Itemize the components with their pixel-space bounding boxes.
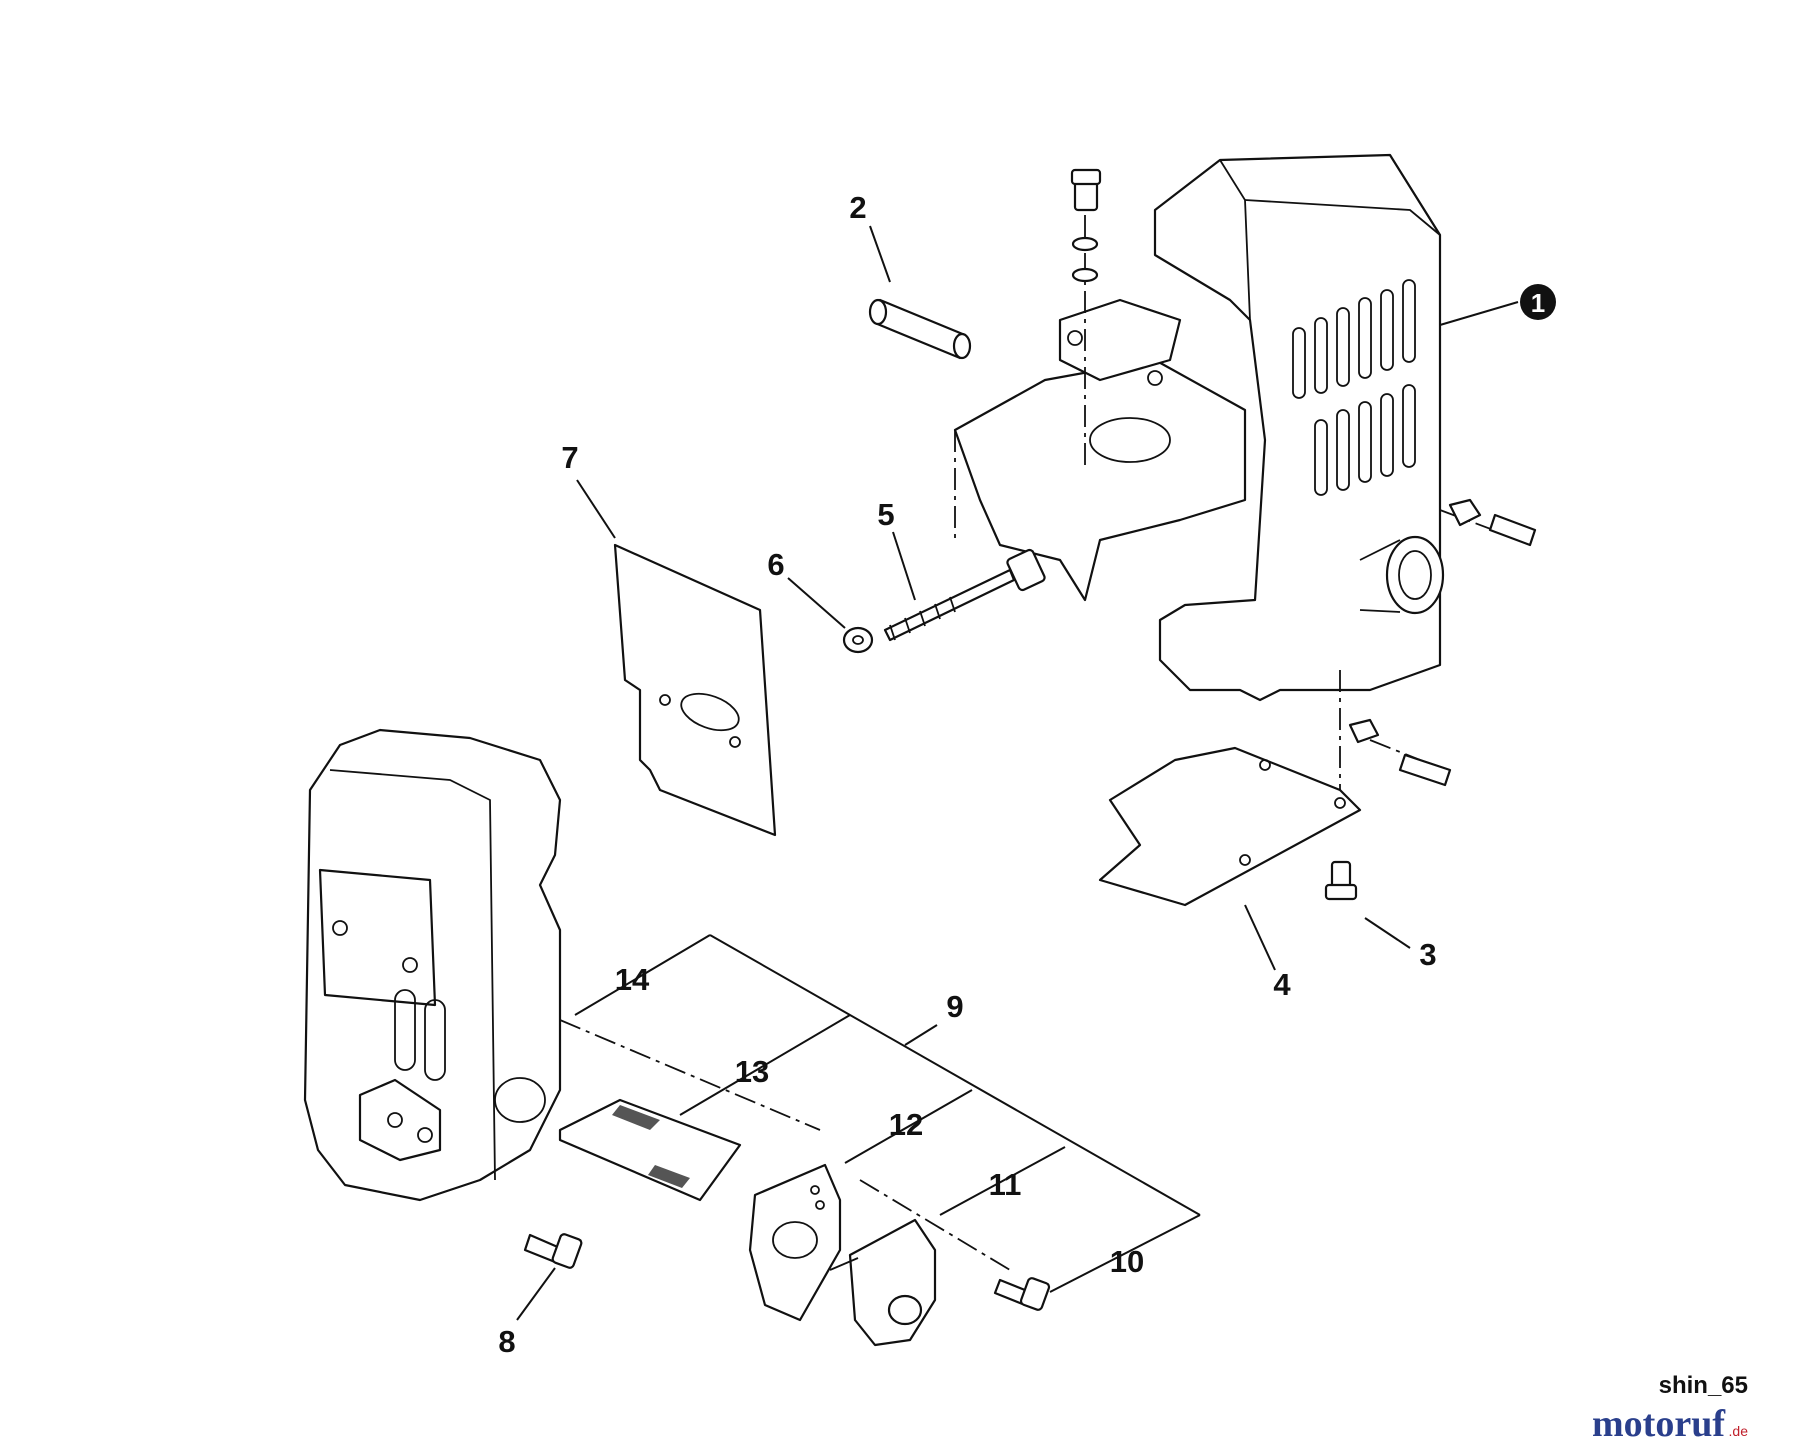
callout-4: 4 xyxy=(1244,904,1291,1002)
screw-8-part xyxy=(523,1233,583,1269)
callout-10-label: 10 xyxy=(1110,1244,1144,1279)
callout-10: 10 xyxy=(1049,1214,1201,1293)
callout-13: 13 xyxy=(679,1014,851,1116)
callout-8: 8 xyxy=(498,1267,556,1359)
callout-4-label: 4 xyxy=(1273,967,1291,1002)
muffler-body xyxy=(303,728,562,1202)
callout-6-label: 6 xyxy=(767,547,784,582)
callout-11-label: 11 xyxy=(989,1167,1022,1202)
washer-part xyxy=(842,626,874,654)
diagram-reference-code: shin_65 xyxy=(1659,1372,1748,1399)
callout-5: 5 xyxy=(877,497,916,601)
callout-3: 3 xyxy=(1364,917,1437,972)
side-bolts xyxy=(1348,498,1537,787)
callout-8-label: 8 xyxy=(498,1324,515,1359)
callout-12-label: 12 xyxy=(889,1107,923,1142)
callout-9-group: 9 xyxy=(709,934,1201,1216)
heat-shield-part xyxy=(1153,153,1445,702)
callout-7: 7 xyxy=(561,440,616,539)
flange-plate xyxy=(748,1163,842,1322)
long-bolt-part xyxy=(883,548,1046,642)
callout-14-label: 14 xyxy=(615,962,650,997)
spark-arrester-screen xyxy=(558,1098,742,1202)
gasket-part xyxy=(613,543,777,837)
bottom-plate-part xyxy=(1098,746,1362,907)
watermark-brand: motoruf xyxy=(1592,1403,1726,1444)
bottom-bolt-part xyxy=(1324,860,1358,901)
callout-5-label: 5 xyxy=(877,497,894,532)
motoruf-watermark-logo: motoruf .de xyxy=(1592,1403,1748,1444)
watermark-tld: .de xyxy=(1729,1423,1749,1439)
callout-2-label: 2 xyxy=(849,190,866,225)
mount-bracket xyxy=(829,1218,937,1347)
callout-3-label: 3 xyxy=(1419,937,1436,972)
shield-vent-slots xyxy=(1292,279,1416,496)
callout-12: 12 xyxy=(844,1089,973,1164)
spacer-tube-part xyxy=(868,298,972,360)
callout-1: 1 xyxy=(1439,284,1556,326)
callout-2: 2 xyxy=(849,190,891,283)
callout-9-label: 9 xyxy=(946,989,963,1024)
top-bolt-stack xyxy=(1070,168,1102,283)
callout-7-label: 7 xyxy=(561,440,578,475)
outlet-bracket xyxy=(953,298,1247,602)
callout-11: 11 xyxy=(939,1146,1066,1216)
callout-1-label: 1 xyxy=(1531,288,1545,318)
screw-10-part xyxy=(993,1277,1051,1311)
callout-14: 14 xyxy=(574,934,711,1016)
callout-6: 6 xyxy=(767,547,846,629)
